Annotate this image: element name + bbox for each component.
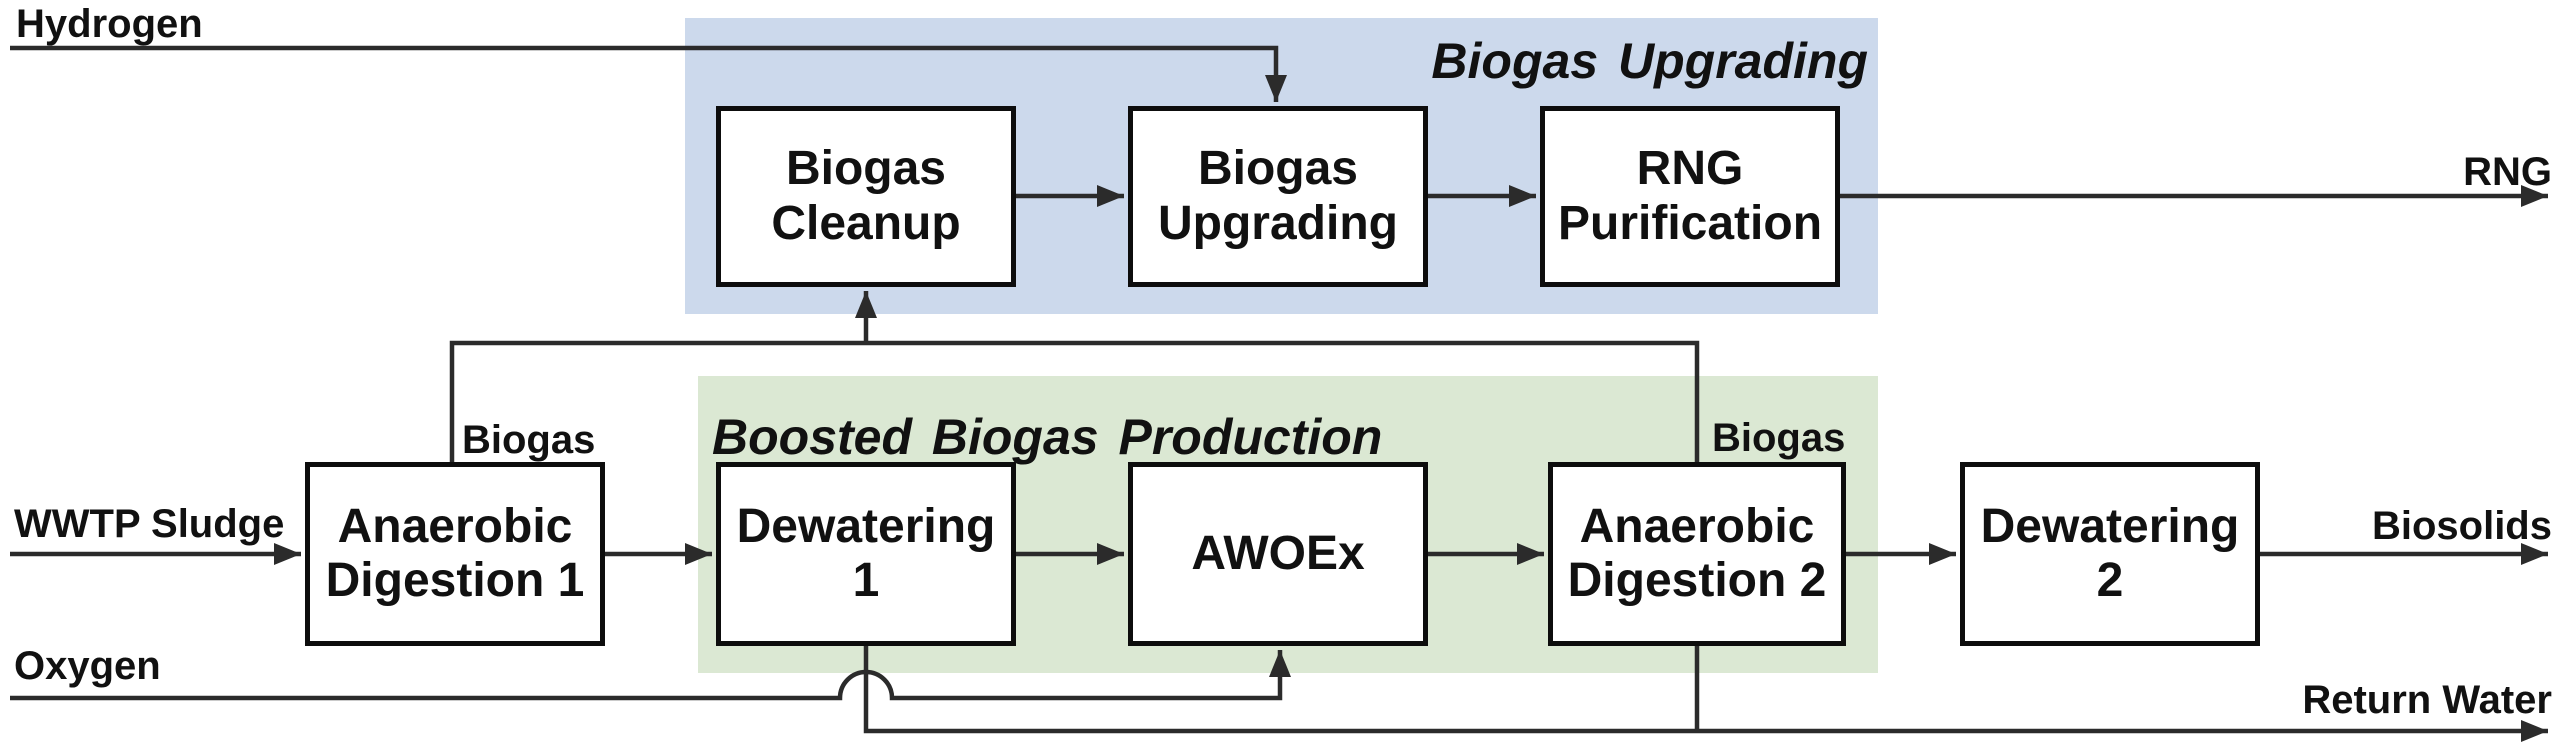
node-anaerobic-digestion-1: Anaerobic Digestion 1 [305,462,605,646]
node-biogas-upgrading: Biogas Upgrading [1128,106,1428,287]
hydrogen-line [10,45,1287,102]
node-awoex: AWOEx [1128,462,1428,646]
label-hydrogen: Hydrogen [16,2,203,46]
region-title-boosted-biogas-production: Boosted Biogas Production [712,409,1383,465]
node-label-anaerobic-digestion-1: Anaerobic Digestion 1 [325,499,585,607]
dewatering1-return-water-line [863,646,2548,742]
node-label-rng-purification: RNG Purification [1557,142,1823,250]
label-return-water: Return Water [2302,678,2552,722]
region-title-biogas-upgrading: Biogas Upgrading [1431,33,1868,89]
node-label-dewatering-2: Dewatering 2 [1980,499,2240,607]
label-wwtp-sludge: WWTP Sludge [14,502,285,546]
node-anaerobic-digestion-2: Anaerobic Digestion 2 [1548,462,1846,646]
biogas-collection-line [449,340,1700,462]
node-label-anaerobic-digestion-2: Anaerobic Digestion 2 [1567,499,1827,607]
node-label-biogas-cleanup: Biogas Cleanup [771,142,961,250]
node-dewatering-2: Dewatering 2 [1960,462,2260,646]
node-rng-purification: RNG Purification [1540,106,1840,287]
oxygen-line [10,650,1291,701]
label-biogas-from-digester-1: Biogas [462,418,596,462]
node-label-awoex: AWOEx [1191,526,1365,580]
node-dewatering-1: Dewatering 1 [716,462,1016,646]
label-rng: RNG [2463,150,2552,194]
node-biogas-cleanup: Biogas Cleanup [716,106,1016,287]
label-biosolids: Biosolids [2371,504,2552,548]
node-label-biogas-upgrading: Biogas Upgrading [1158,142,1398,250]
node-label-dewatering-1: Dewatering 1 [736,499,996,607]
label-biogas-from-digester-2: Biogas [1712,416,1846,460]
label-oxygen: Oxygen [14,644,161,688]
